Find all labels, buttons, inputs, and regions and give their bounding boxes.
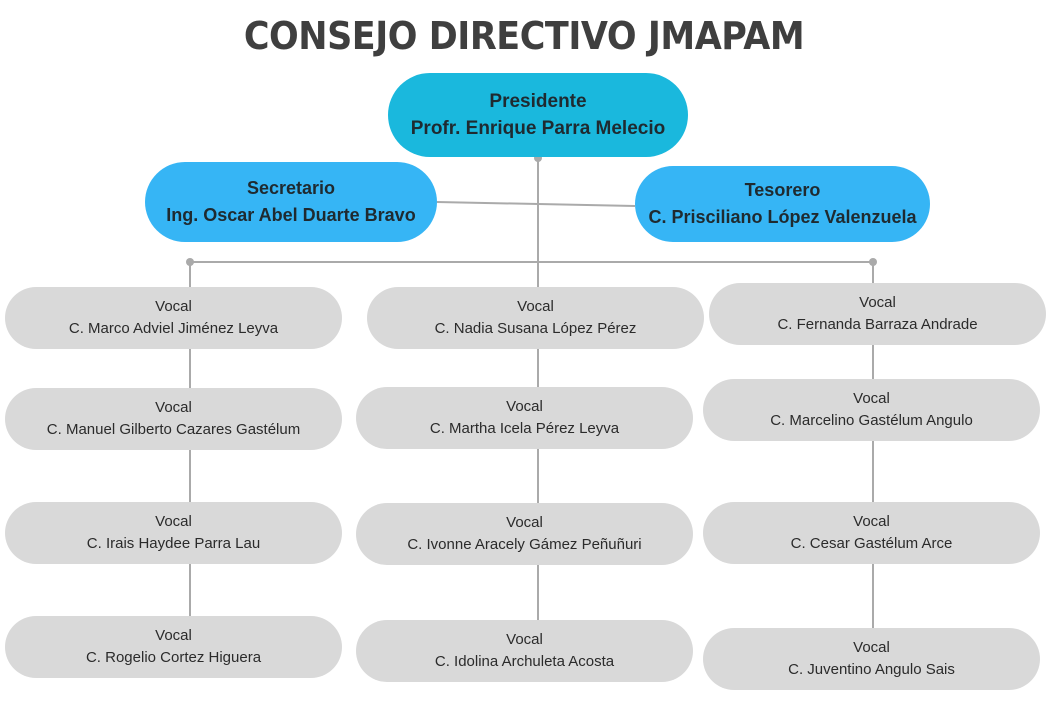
vocal-name: C. Marcelino Gastélum Angulo	[770, 412, 973, 429]
connector-dot	[186, 258, 194, 266]
vocal-role: Vocal	[517, 298, 554, 315]
vocal-name: C. Ivonne Aracely Gámez Peñuñuri	[407, 536, 642, 553]
vocal-node: Vocal C. Martha Icela Pérez Leyva	[356, 387, 693, 449]
secretario-name: Ing. Oscar Abel Duarte Bravo	[166, 205, 416, 225]
vocal-name: C. Idolina Archuleta Acosta	[434, 653, 615, 670]
vocal-node: Vocal C. Fernanda Barraza Andrade	[709, 283, 1046, 345]
presidente-name: Profr. Enrique Parra Melecio	[410, 118, 666, 139]
vocal-role: Vocal	[506, 631, 543, 648]
vocal-name: C. Nadia Susana López Pérez	[434, 320, 637, 337]
secretario-role: Secretario	[246, 178, 336, 198]
vocal-name: C. Juventino Angulo Sais	[788, 661, 955, 678]
vocal-node: Vocal C. Idolina Archuleta Acosta	[356, 620, 693, 682]
vocal-name: C. Fernanda Barraza Andrade	[777, 316, 978, 333]
vocal-node: Vocal C. Marcelino Gastélum Angulo	[703, 379, 1040, 441]
vocal-node: Vocal C. Ivonne Aracely Gámez Peñuñuri	[356, 503, 693, 565]
vocal-node: Vocal C. Rogelio Cortez Higuera	[5, 616, 342, 678]
vocal-role: Vocal	[155, 399, 192, 416]
presidente-role: Presidente	[489, 91, 587, 112]
vocal-role: Vocal	[155, 627, 192, 644]
vocal-name: C. Manuel Gilberto Cazares Gastélum	[46, 421, 301, 438]
officers-link-line	[436, 201, 636, 207]
vocal-node: Vocal C. Nadia Susana López Pérez	[367, 287, 704, 349]
vocal-name: C. Cesar Gastélum Arce	[790, 535, 953, 552]
tesorero-node: Tesorero C. Prisciliano López Valenzuela	[635, 166, 930, 242]
tesorero-name: C. Prisciliano López Valenzuela	[648, 207, 917, 227]
vocal-role: Vocal	[155, 513, 192, 530]
vocal-role: Vocal	[859, 294, 896, 311]
vocal-role: Vocal	[853, 639, 890, 656]
vocal-node: Vocal C. Marco Adviel Jiménez Leyva	[5, 287, 342, 349]
secretario-node: Secretario Ing. Oscar Abel Duarte Bravo	[145, 162, 437, 242]
connector-dot	[869, 258, 877, 266]
vocal-node: Vocal C. Manuel Gilberto Cazares Gastélu…	[5, 388, 342, 450]
vocal-role: Vocal	[853, 390, 890, 407]
vocal-node: Vocal C. Juventino Angulo Sais	[703, 628, 1040, 690]
vocal-name: C. Marco Adviel Jiménez Leyva	[68, 320, 279, 337]
vocal-name: C. Martha Icela Pérez Leyva	[429, 420, 620, 437]
vocal-node: Vocal C. Irais Haydee Parra Lau	[5, 502, 342, 564]
presidente-node: Presidente Profr. Enrique Parra Melecio	[388, 73, 688, 157]
vocal-node: Vocal C. Cesar Gastélum Arce	[703, 502, 1040, 564]
vocal-name: C. Rogelio Cortez Higuera	[85, 649, 262, 666]
vocal-role: Vocal	[853, 513, 890, 530]
vocal-name: C. Irais Haydee Parra Lau	[86, 535, 261, 552]
vocal-role: Vocal	[506, 398, 543, 415]
chart-title: CONSEJO DIRECTIVO JMAPAM	[243, 14, 805, 58]
tesorero-role: Tesorero	[744, 180, 821, 200]
vocal-role: Vocal	[155, 298, 192, 315]
vocal-role: Vocal	[506, 514, 543, 531]
